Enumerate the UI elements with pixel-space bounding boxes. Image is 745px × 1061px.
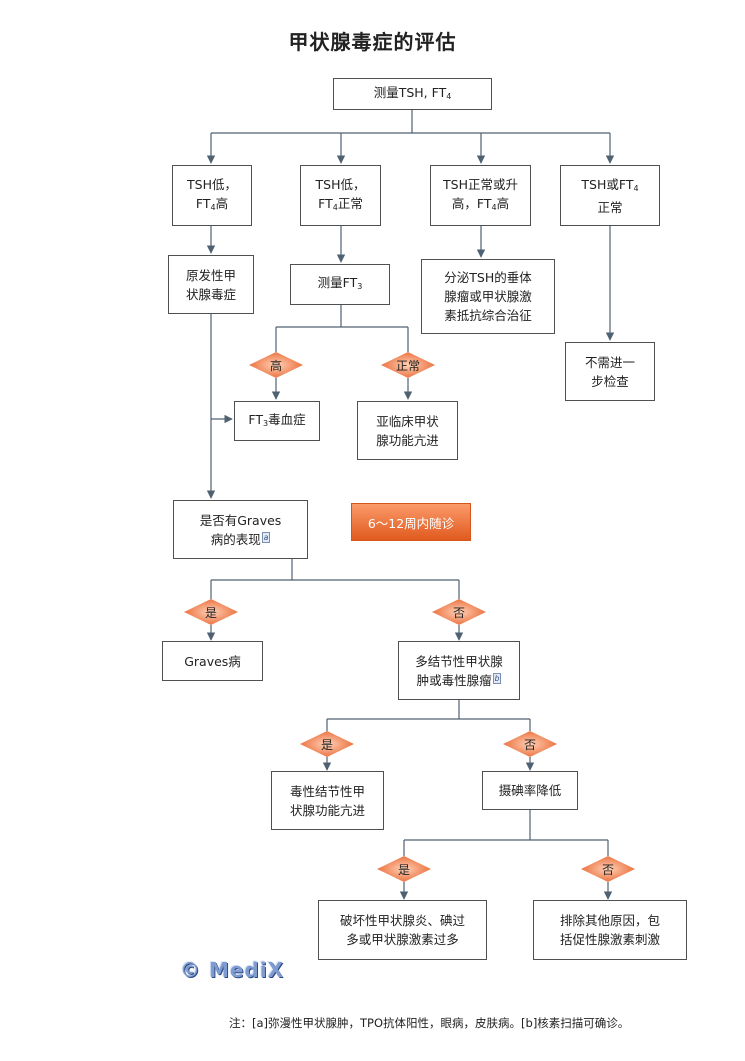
subscript: 4 [210, 202, 216, 212]
follow-up-badge: 6～12周内随诊 [351, 503, 471, 541]
medix-watermark: © MediX [180, 958, 285, 982]
footnote-text: 注：[a]弥漫性甲状腺肿，TPO抗体阳性，眼病，皮肤病。[b]核素扫描可确诊。 [229, 1016, 630, 1030]
subscript: 3 [357, 282, 363, 291]
node-pituitary-adenoma: 分泌TSH的垂体 腺瘤或甲状腺激 素抵抗综合治征 [421, 259, 555, 334]
node-no-further-text: 不需进一 步检查 [584, 354, 635, 389]
line-2: 高，FT [451, 195, 492, 211]
line-1: TSH正常或升 [443, 176, 518, 192]
node-tsh-or-ft4-normal: TSH或FT4 正常 [560, 165, 660, 226]
node-toxic-nodular: 毒性结节性甲 状腺功能亢进 [271, 771, 384, 830]
footnote-ref-a: a [261, 531, 271, 543]
line-2: 肿或毒性腺瘤 [416, 672, 492, 688]
subscript: 4 [332, 202, 338, 212]
node-exclude-text: 排除其他原因，包 括促性腺激素刺激 [559, 913, 660, 947]
node-t3-toxicosis: FT3毒血症 [234, 401, 320, 441]
node-measure-tsh-ft4-text: 测量TSH, FT [373, 84, 447, 100]
node-t3-tail: 毒血症 [268, 411, 306, 427]
node-measure-ft3: 测量FT3 [290, 264, 390, 305]
subscript: 4 [491, 202, 497, 212]
node-primary-thyrotoxicosis: 原发性甲 状腺毒症 [168, 255, 254, 314]
node-uptake-text: 摄碘率降低 [498, 783, 562, 798]
node-t3-text: FT [248, 411, 263, 427]
subscript: 4 [446, 91, 452, 101]
node-exclude-other-causes: 排除其他原因，包 括促性腺激素刺激 [533, 900, 687, 960]
node-measure-tsh-ft4: 测量TSH, FT4 [333, 78, 492, 110]
node-uptake-low: 摄碘率降低 [482, 771, 578, 810]
node-no-further-testing: 不需进一 步检查 [565, 342, 655, 401]
node-tsh-normal-or-high: TSH正常或升高，FT4高 [430, 165, 531, 226]
line-2: FT [318, 195, 333, 211]
line-2-tail: 高 [496, 195, 510, 211]
node-subclinical-hyperthyroidism: 亚临床甲状 腺功能亢进 [357, 401, 458, 460]
node-destructive-text: 破坏性甲状腺炎、碘过 多或甲状腺激素过多 [339, 913, 465, 947]
line-1: TSH低， [315, 176, 366, 192]
line-2: 病的表现 [210, 531, 261, 547]
line-2-tail: 高 [215, 195, 229, 211]
line-1: 是否有Graves [199, 512, 282, 528]
line-1: TSH或FT [581, 176, 634, 192]
node-pituitary-text: 分泌TSH的垂体 腺瘤或甲状腺激 素抵抗综合治征 [444, 270, 532, 323]
line-2: 正常 [597, 199, 623, 215]
line-1: TSH低， [187, 176, 237, 192]
node-measure-ft3-text: 测量FT [317, 275, 358, 290]
footnote-ref-b: b [492, 672, 502, 684]
node-destructive-thyroiditis: 破坏性甲状腺炎、碘过 多或甲状腺激素过多 [318, 900, 487, 960]
node-toxic-nodular-text: 毒性结节性甲 状腺功能亢进 [289, 783, 365, 818]
node-tsh-low-ft4-normal: TSH低， FT4正常 [300, 165, 381, 226]
line-2: FT [195, 195, 211, 211]
node-graves-text: Graves病 [184, 653, 241, 669]
line-2-tail: 正常 [337, 195, 363, 211]
node-primary-text: 原发性甲 状腺毒症 [185, 267, 236, 302]
subscript: 3 [263, 418, 269, 428]
node-graves-disease: Graves病 [162, 641, 263, 681]
subscript: 4 [633, 183, 639, 193]
node-subclinical-text: 亚临床甲状 腺功能亢进 [376, 413, 439, 448]
line-1: 多结节性甲状腺 [415, 653, 503, 669]
node-tsh-low-ft4-high: TSH低， FT4高 [172, 165, 252, 226]
diagram-title: 甲状腺毒症的评估 [288, 30, 457, 54]
